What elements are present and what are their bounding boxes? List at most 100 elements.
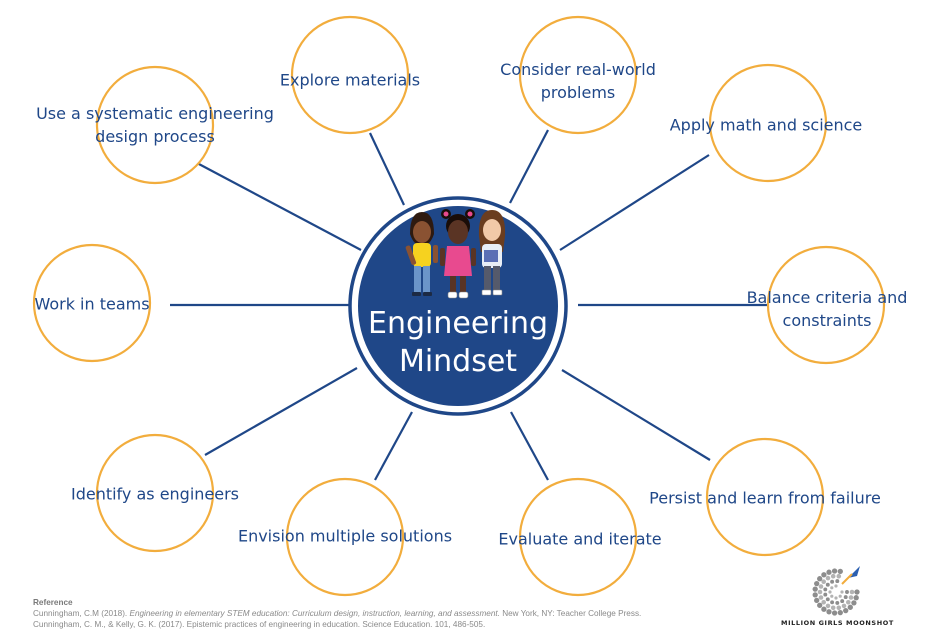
- logo-dot: [854, 589, 860, 595]
- logo-dot: [830, 600, 835, 605]
- logo-dot: [821, 600, 826, 605]
- node-systematic-line2: design process: [95, 127, 215, 146]
- logo-dot: [828, 590, 832, 594]
- connector-envision: [374, 411, 413, 481]
- ring-balance: [766, 245, 886, 365]
- logo-dot: [835, 600, 840, 605]
- logo-dot: [817, 576, 823, 582]
- center-title: Engineering Mindset: [368, 305, 548, 381]
- logo-dot: [812, 592, 818, 598]
- girl-left-figure: [405, 212, 438, 296]
- logo-dot: [838, 594, 842, 598]
- ring-persist: [705, 437, 825, 557]
- logo-dot: [821, 572, 827, 578]
- node-label-teams: Work in teams: [34, 293, 149, 316]
- connector-realworld: [509, 129, 549, 204]
- ring-envision: [285, 477, 405, 597]
- node-label-explore: Explore materials: [280, 69, 420, 92]
- reference-line1-authors: Cunningham, C.M (2018).: [33, 609, 130, 618]
- logo-dot: [837, 568, 843, 575]
- ring-identify: [95, 433, 215, 553]
- node-label-systematic: Use a systematic engineering design proc…: [36, 102, 274, 148]
- ring-explore: [290, 15, 410, 135]
- node-balance-line2: constraints: [782, 311, 872, 330]
- logo-dot: [848, 595, 854, 600]
- node-label-identify: Identify as engineers: [71, 483, 239, 506]
- logo-dot: [814, 580, 820, 587]
- logo-dot: [825, 582, 830, 587]
- node-realworld-line1: Consider real-world: [500, 60, 656, 79]
- logo-dot: [834, 596, 838, 600]
- logo-dot: [830, 579, 835, 584]
- logo-dot: [817, 589, 823, 595]
- logo-dot: [823, 587, 828, 592]
- node-label-balance: Balance criteria and constraints: [747, 286, 908, 332]
- million-girls-moonshot-logo: [812, 566, 860, 616]
- logo-dot: [826, 569, 832, 575]
- logo-dot: [846, 600, 851, 605]
- ring-systematic: [95, 65, 215, 185]
- reference-line2: Cunningham, C. M., & Kelly, G. K. (2017)…: [33, 620, 486, 629]
- node-envision-line1: Envision multiple solutions: [237, 526, 453, 546]
- logo-dot: [821, 579, 826, 584]
- node-realworld-line2: problems: [540, 83, 616, 102]
- logo-dot: [849, 589, 855, 595]
- node-balance-line1: Balance criteria and: [746, 288, 908, 307]
- logo-dot: [843, 607, 849, 614]
- connector-identify: [204, 367, 358, 456]
- logo-dot: [837, 609, 843, 616]
- logo-dot: [818, 595, 824, 600]
- reference-line1-title: Engineering in elementary STEM education…: [129, 609, 500, 618]
- node-explore-line1: Explore materials: [279, 70, 421, 90]
- logo-dot: [812, 586, 818, 592]
- node-label-persist: Persist and learn from failure: [649, 487, 881, 510]
- logo-dot: [845, 590, 849, 594]
- logo-dot: [843, 595, 848, 600]
- ring-evaluate: [518, 477, 638, 597]
- logo-dot: [825, 575, 831, 581]
- logo-dot: [835, 579, 840, 584]
- logo-dot: [817, 602, 823, 608]
- node-label-realworld: Consider real-world problems: [500, 58, 656, 104]
- reference-line1: Cunningham, C.M (2018). Engineering in e…: [33, 608, 641, 619]
- reference-heading: Reference: [33, 598, 73, 607]
- logo-dot: [830, 586, 834, 590]
- center-hub: [348, 196, 568, 416]
- node-persist-line1: Persist and learn from failure: [649, 488, 881, 508]
- rocket-trail: [841, 573, 853, 585]
- logo-dot: [834, 584, 838, 588]
- logo-dot: [823, 592, 828, 597]
- center-title-line1: Engineering: [368, 306, 548, 341]
- logo-dot: [830, 573, 836, 579]
- node-teams-line1: Work in teams: [34, 294, 150, 314]
- girl-right-figure: [478, 210, 506, 296]
- girl-middle-figure: [440, 209, 476, 299]
- logo-dot: [847, 604, 853, 610]
- connector-explore: [369, 132, 405, 206]
- logo-dot: [836, 605, 842, 611]
- node-identify-line1: Identify as engineers: [70, 484, 240, 504]
- logo-dot: [840, 599, 845, 604]
- connector-lines: [170, 129, 768, 481]
- logo-dot: [830, 605, 836, 611]
- logo-text: MILLION GIRLS MOONSHOT: [781, 619, 894, 627]
- logo-dot: [825, 597, 830, 602]
- connector-persist: [561, 369, 711, 461]
- logo-dot: [853, 595, 859, 601]
- logo-dot: [821, 606, 827, 612]
- logo-dot: [818, 584, 824, 589]
- connector-systematic: [196, 162, 362, 251]
- ring-math: [708, 63, 828, 183]
- reference-section: Reference Cunningham, C.M (2018). Engine…: [33, 597, 641, 630]
- node-systematic-line1: Use a systematic engineering: [36, 104, 274, 123]
- connector-math: [559, 154, 710, 251]
- center-title-line2: Mindset: [398, 344, 518, 379]
- ring-realworld: [518, 15, 638, 135]
- node-label-math: Apply math and science: [670, 114, 863, 137]
- node-label-evaluate: Evaluate and iterate: [498, 528, 661, 551]
- logo-dot: [831, 568, 838, 574]
- reference-line1-publisher: New York, NY: Teacher College Press.: [499, 609, 642, 618]
- node-rings: [32, 15, 886, 597]
- logo-dot: [840, 590, 844, 594]
